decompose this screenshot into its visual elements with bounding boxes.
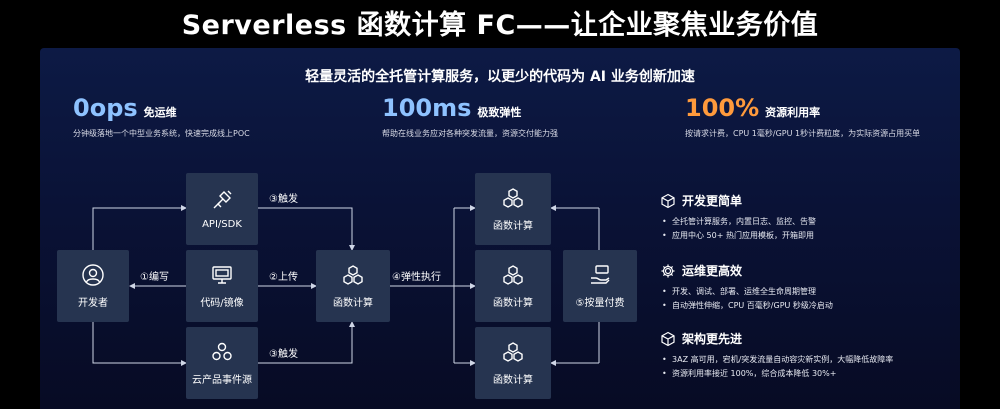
edge-label-elastic: ④弹性执行 [392,272,441,283]
function-cube-icon [503,265,523,285]
node-code-image: 代码/镜像 [186,250,258,322]
metric-utilization: 100% 资源利用率 按请求计费，CPU 1毫秒/GPU 1秒计费粒度，为实际资源… [685,94,920,139]
metric-ops: 0ops 免运维 分钟级落地一个中型业务系统，快速完成线上POC [73,94,250,139]
metric-label: 极致弹性 [477,106,522,119]
feature-title: 运维更高效 [682,264,743,278]
edge-label-trigger-top: ③触发 [269,194,298,205]
metric-elasticity: 100ms 极致弹性 帮助在线业务应对各种突发流量，资源交付能力强 [382,94,558,139]
feature-item: 资源利用率接近 100%，综合成本降低 30%+ [660,367,893,381]
metric-label: 免运维 [143,106,177,119]
cube-icon [661,331,675,346]
edge-trigger-top [258,207,355,251]
node-billing: ⑤按量付费 [563,250,637,322]
node-label: 函数计算 [333,298,373,309]
monitor-icon [212,266,232,284]
node-fc-mid: 函数计算 [475,250,551,322]
function-cube-icon [503,188,523,208]
feature-item: 全托管计算服务，内置日志、监控、告警 [660,215,816,229]
function-cube-icon [343,265,363,285]
feature-title: 架构更先进 [682,332,743,346]
feature-title: 开发更简单 [682,194,743,208]
metric-value: 100ms [382,94,472,122]
edge-dev-api [92,205,187,250]
node-label: 云产品事件源 [192,375,252,386]
metric-value: 0ops [73,94,138,122]
node-fc-bot: 函数计算 [475,327,551,399]
node-label: API/SDK [202,219,242,230]
node-cloud-events: 云产品事件源 [186,327,258,399]
node-label: 函数计算 [493,298,533,309]
plug-icon [213,190,232,209]
edge-label-upload: ②上传 [269,272,298,283]
edge-label-write: ①编写 [140,272,169,283]
metric-value: 100% [685,94,760,122]
gear-icon [661,264,675,277]
edge-dev-cloud [92,320,187,366]
node-label: 代码/镜像 [200,298,244,309]
node-label: 函数计算 [493,375,533,386]
edge-trigger-bot [258,321,355,364]
hand-pay-icon [591,265,610,284]
feature-item: 应用中心 50+ 热门应用模板，开箱即用 [660,229,816,243]
node-label: 函数计算 [493,221,533,232]
cube-icon [661,193,675,208]
function-cube-icon [503,342,523,362]
node-api-sdk: API/SDK [186,173,258,245]
metric-desc: 按请求计费，CPU 1毫秒/GPU 1秒计费粒度，为实际资源占用买单 [685,129,921,138]
node-label: 开发者 [78,298,108,309]
page-title: Serverless 函数计算 FC——让企业聚焦业务价值 [181,10,819,41]
node-developer: 开发者 [57,250,129,322]
node-fc-top: 函数计算 [475,173,551,245]
node-fc-center: 函数计算 [316,250,390,322]
feature-item: 开发、调试、部署、运维全生命周期管理 [660,285,833,299]
metric-desc: 分钟级落地一个中型业务系统，快速完成线上POC [73,129,250,138]
feature-ops-efficient: 运维更高效 开发、调试、部署、运维全生命周期管理 自动弹性伸缩，CPU 百毫秒/… [660,262,833,313]
user-icon [82,264,104,286]
metric-desc: 帮助在线业务应对各种突发流量，资源交付能力强 [382,129,558,138]
feature-item: 3AZ 高可用，宕机/突发流量自动容灾新实例，大幅降低故障率 [660,353,893,367]
cloud-nodes-icon [212,342,232,361]
feature-item: 自动弹性伸缩，CPU 百毫秒/GPU 秒级冷启动 [660,299,833,313]
metric-label: 资源利用率 [765,106,821,119]
panel-subtitle: 轻量灵活的全托管计算服务，以更少的代码为 AI 业务创新加速 [305,69,695,85]
feature-dev-simple: 开发更简单 全托管计算服务，内置日志、监控、告警 应用中心 50+ 热门应用模板… [660,192,816,243]
feature-arch-advanced: 架构更先进 3AZ 高可用，宕机/突发流量自动容灾新实例，大幅降低故障率 资源利… [660,330,893,381]
edge-label-trigger-bot: ③触发 [269,349,298,360]
node-label: ⑤按量付费 [575,298,625,309]
